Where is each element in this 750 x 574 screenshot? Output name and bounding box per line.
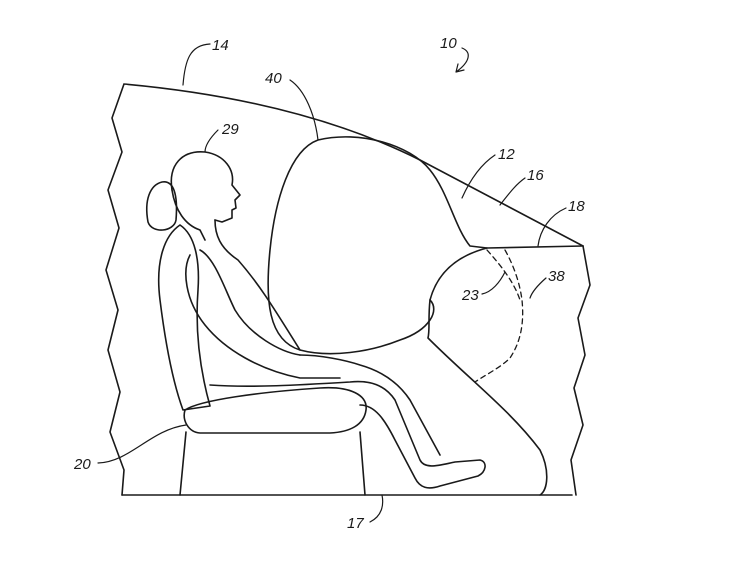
leader-38 bbox=[529, 277, 547, 299]
occupant-head bbox=[170, 151, 241, 223]
ref-17: 17 bbox=[347, 515, 364, 532]
seat-back bbox=[157, 224, 211, 411]
ref-18: 18 bbox=[568, 198, 585, 215]
ref-10: 10 bbox=[440, 35, 457, 52]
leader-23 bbox=[481, 271, 506, 295]
headrest bbox=[146, 181, 178, 231]
ref-16: 16 bbox=[527, 167, 544, 184]
leader-29 bbox=[204, 129, 219, 153]
leader-40 bbox=[289, 79, 319, 141]
occupant-torso bbox=[171, 189, 301, 351]
occupant-leg bbox=[209, 354, 486, 489]
vehicle-cabin-outline bbox=[105, 83, 584, 496]
instrument-panel bbox=[427, 245, 584, 496]
leader-16 bbox=[499, 177, 526, 206]
seat-base bbox=[179, 431, 366, 496]
leader-17 bbox=[369, 494, 384, 523]
leader-14 bbox=[182, 43, 211, 86]
leader-20 bbox=[97, 424, 187, 464]
arrow-10 bbox=[455, 47, 469, 73]
airbag bbox=[267, 136, 488, 355]
ref-40: 40 bbox=[265, 70, 282, 87]
leader-18 bbox=[537, 207, 567, 247]
ref-29: 29 bbox=[221, 121, 239, 138]
ref-38: 38 bbox=[548, 268, 565, 285]
leader-12 bbox=[461, 154, 496, 199]
occupant-arm bbox=[185, 249, 341, 379]
hidden-panel-edge bbox=[474, 249, 524, 383]
ref-20: 20 bbox=[73, 456, 91, 473]
ref-23: 23 bbox=[461, 287, 479, 304]
vehicle-front-edge bbox=[570, 245, 591, 496]
ref-14: 14 bbox=[212, 37, 229, 54]
hidden-airbag-module bbox=[486, 249, 521, 301]
seat-cushion bbox=[183, 386, 367, 434]
ref-12: 12 bbox=[498, 146, 515, 163]
